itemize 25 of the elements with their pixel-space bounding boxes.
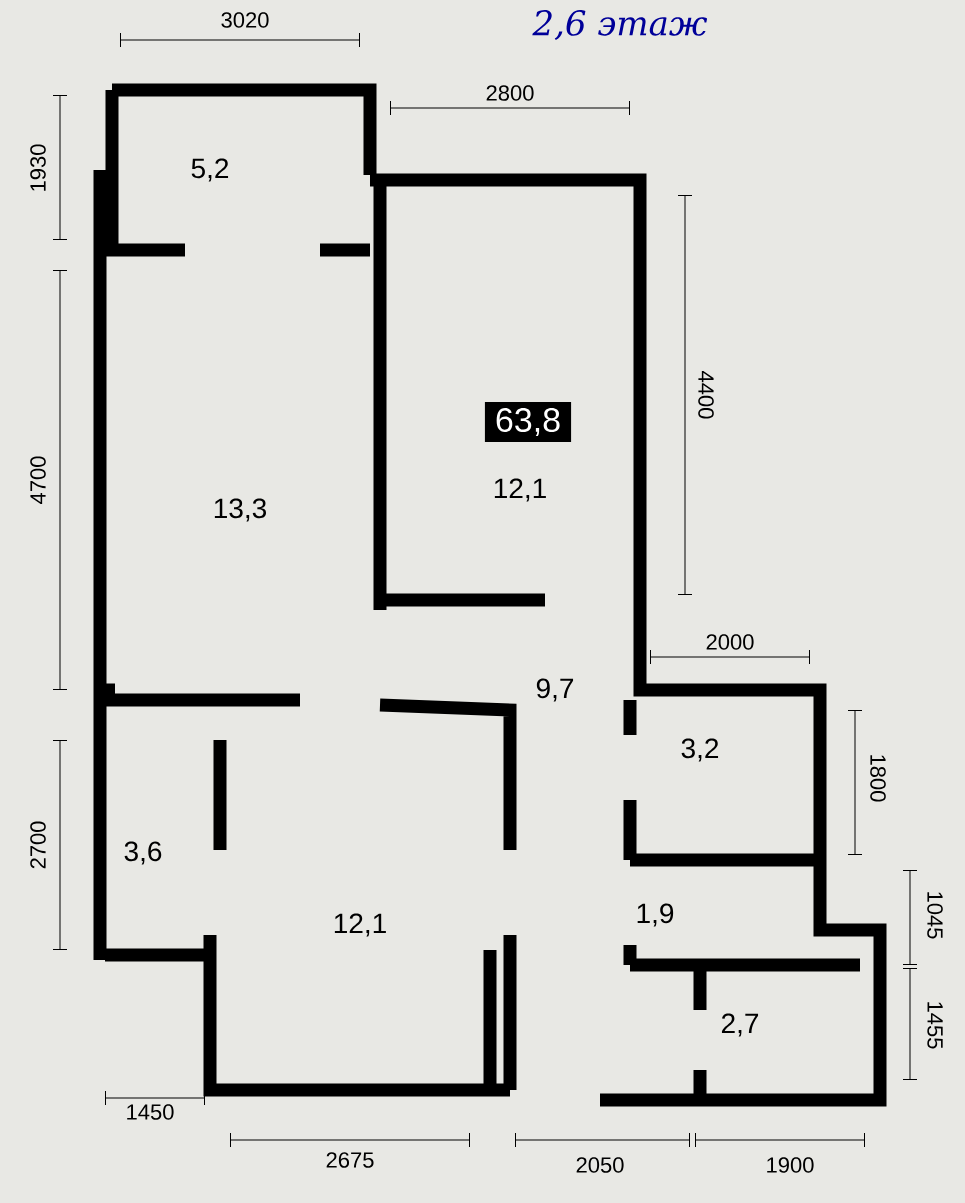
handwritten-note: 2,6 этаж [532, 10, 708, 40]
dimension-label: 2675 [326, 1152, 374, 1168]
dimension-label: 1455 [927, 1002, 943, 1049]
room-area-label: 5,2 [191, 158, 229, 182]
room-area-label: 2,7 [721, 1013, 759, 1037]
dimension-label: 1045 [927, 892, 943, 939]
dimension-label: 2800 [486, 85, 534, 101]
dimension-label: 1450 [127, 1104, 174, 1120]
room-area-label: 9,7 [536, 678, 574, 702]
dimension-label: 1800 [870, 755, 886, 802]
dimension-label: 2050 [576, 1157, 624, 1173]
dimension-label: 2700 [30, 821, 46, 869]
room-area-label: 13,3 [214, 498, 266, 522]
room-area-label: 12,1 [494, 478, 546, 502]
area-badge: 63,8 [484, 401, 572, 443]
dimension-label: 4400 [698, 371, 714, 419]
dimension-label: 1930 [30, 144, 46, 191]
dimension-label: 1900 [767, 1157, 814, 1173]
room-area-label: 3,6 [124, 841, 162, 865]
room-area-label: 3,2 [681, 738, 719, 762]
room-area-label: 12,1 [334, 913, 386, 937]
dimension-label: 3020 [221, 12, 269, 28]
dimension-label: 2000 [706, 634, 754, 650]
room-area-label: 1,9 [637, 903, 674, 927]
dimension-label: 4700 [30, 456, 46, 504]
